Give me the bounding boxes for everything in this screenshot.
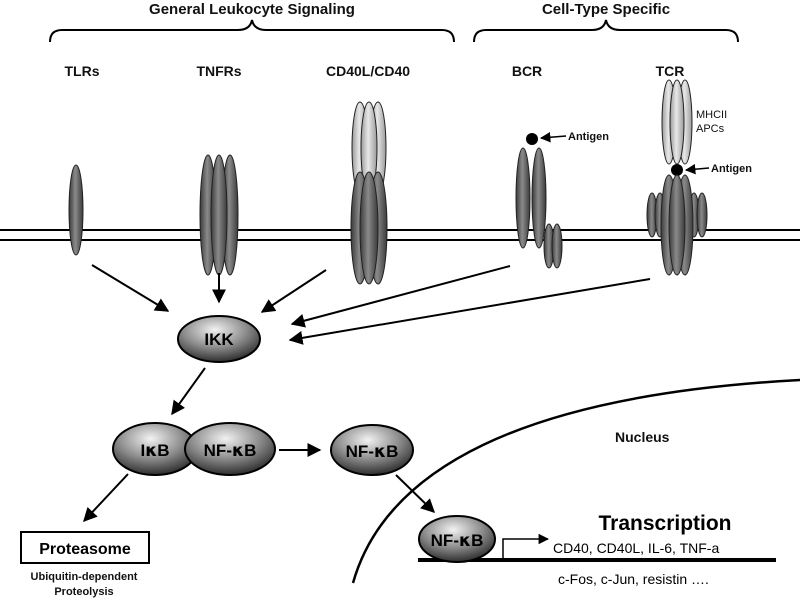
bcr-receptor [515, 147, 563, 269]
mhcii-label: MHCII [696, 109, 727, 121]
general-signaling-brace [49, 19, 455, 43]
tnfrs-label: TNFRs [196, 63, 241, 79]
apcs-label: APCs [696, 123, 725, 135]
tcr-to-ikk-arrow [288, 278, 651, 345]
tnfr-receptor [199, 154, 239, 276]
nuclear-nfkb-node [418, 515, 496, 563]
tcr-antigen-arrow [684, 163, 710, 175]
proteolysis-caption-line1: Ubiquitin-dependent [31, 571, 138, 583]
transcription-start-arrow [502, 533, 550, 558]
proteasome-label: Proteasome [39, 541, 131, 558]
cd40-receptor [350, 171, 388, 285]
tlr-receptor [68, 164, 84, 256]
nucleus-envelope [351, 378, 800, 584]
complex-nfkb-node [184, 422, 276, 476]
transcription-genes-line2: c-Fos, c-Jun, resistin …. [558, 571, 709, 587]
bcr-to-ikk-arrow [290, 265, 511, 328]
proteasome-box [20, 531, 150, 564]
cd40-label: CD40L/CD40 [326, 63, 410, 79]
free-nfkb-node [330, 424, 414, 476]
cd40-to-ikk-arrow [260, 269, 327, 313]
tcr-label: TCR [656, 63, 685, 79]
transcription-genes-line1: CD40, CD40L, IL-6, TNF-a [553, 540, 719, 556]
proteolysis-caption-line2: Proteolysis [54, 586, 113, 598]
ikk-node [177, 315, 261, 363]
tlr-to-ikk-arrow [91, 264, 170, 312]
tcr-antigen [671, 164, 683, 176]
ikk-to-ikb-arrow [171, 367, 206, 416]
ikk-label: IKK [204, 330, 234, 349]
bcr-antigen-arrow [539, 132, 567, 143]
mhcii-complex [661, 79, 693, 165]
cell-type-specific-brace [473, 19, 739, 43]
ikb-to-proteasome-arrow [83, 473, 129, 523]
bcr-label: BCR [512, 63, 542, 79]
tcr-antigen-label: Antigen [711, 163, 752, 175]
nucleus-label: Nucleus [615, 429, 670, 445]
general-signaling-header: General Leukocyte Signaling [149, 1, 355, 18]
tcr-receptor [646, 174, 708, 276]
tlrs-label: TLRs [65, 63, 100, 79]
free-nfkb-label: NF-κB [346, 442, 399, 462]
transcription-title: Transcription [598, 512, 731, 535]
cell-type-specific-header: Cell-Type Specific [542, 1, 670, 18]
bcr-antigen-label: Antigen [568, 131, 609, 143]
bcr-antigen [526, 133, 538, 145]
ikb-label: IκB [140, 441, 169, 461]
complex-nfkb-label: NF-κB [204, 441, 257, 461]
nuclear-nfkb-label: NF-κB [431, 531, 484, 551]
nfkb-translocation-arrow [395, 474, 436, 513]
